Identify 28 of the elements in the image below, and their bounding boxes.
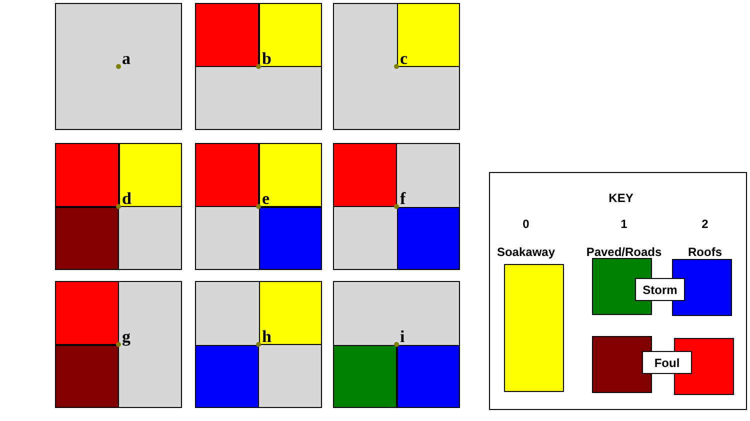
- square-letter: b: [262, 50, 272, 67]
- column-number: 0: [522, 217, 530, 231]
- key-heading: KEY: [608, 191, 634, 205]
- type-label: Foul: [642, 351, 692, 374]
- quadrant-square: [195, 3, 322, 130]
- square-letter: h: [262, 328, 272, 345]
- quadrant-square: [333, 143, 460, 270]
- quadrant-square: [55, 3, 182, 130]
- quadrant-square: [195, 281, 322, 408]
- quadrant-square: [55, 281, 182, 408]
- column-heading: Soakaway: [496, 245, 556, 259]
- column-number: 2: [702, 217, 708, 231]
- square-letter: c: [400, 50, 408, 67]
- square-letter: i: [400, 328, 405, 345]
- type-label: Storm: [635, 278, 685, 301]
- quadrant-square: [333, 3, 460, 130]
- column-heading: Paved/Roads: [586, 245, 662, 259]
- key-panel: [489, 172, 747, 410]
- square-letter: e: [262, 190, 270, 207]
- square-letter: d: [122, 190, 132, 207]
- square-letter: a: [122, 50, 130, 67]
- square-letter: g: [122, 328, 130, 345]
- quadrant-square: [333, 281, 460, 408]
- quadrant-square: [195, 143, 322, 270]
- square-letter: f: [400, 190, 406, 207]
- column-number: 1: [620, 217, 628, 231]
- column-heading: Roofs: [688, 245, 722, 259]
- quadrant-square: [55, 143, 182, 270]
